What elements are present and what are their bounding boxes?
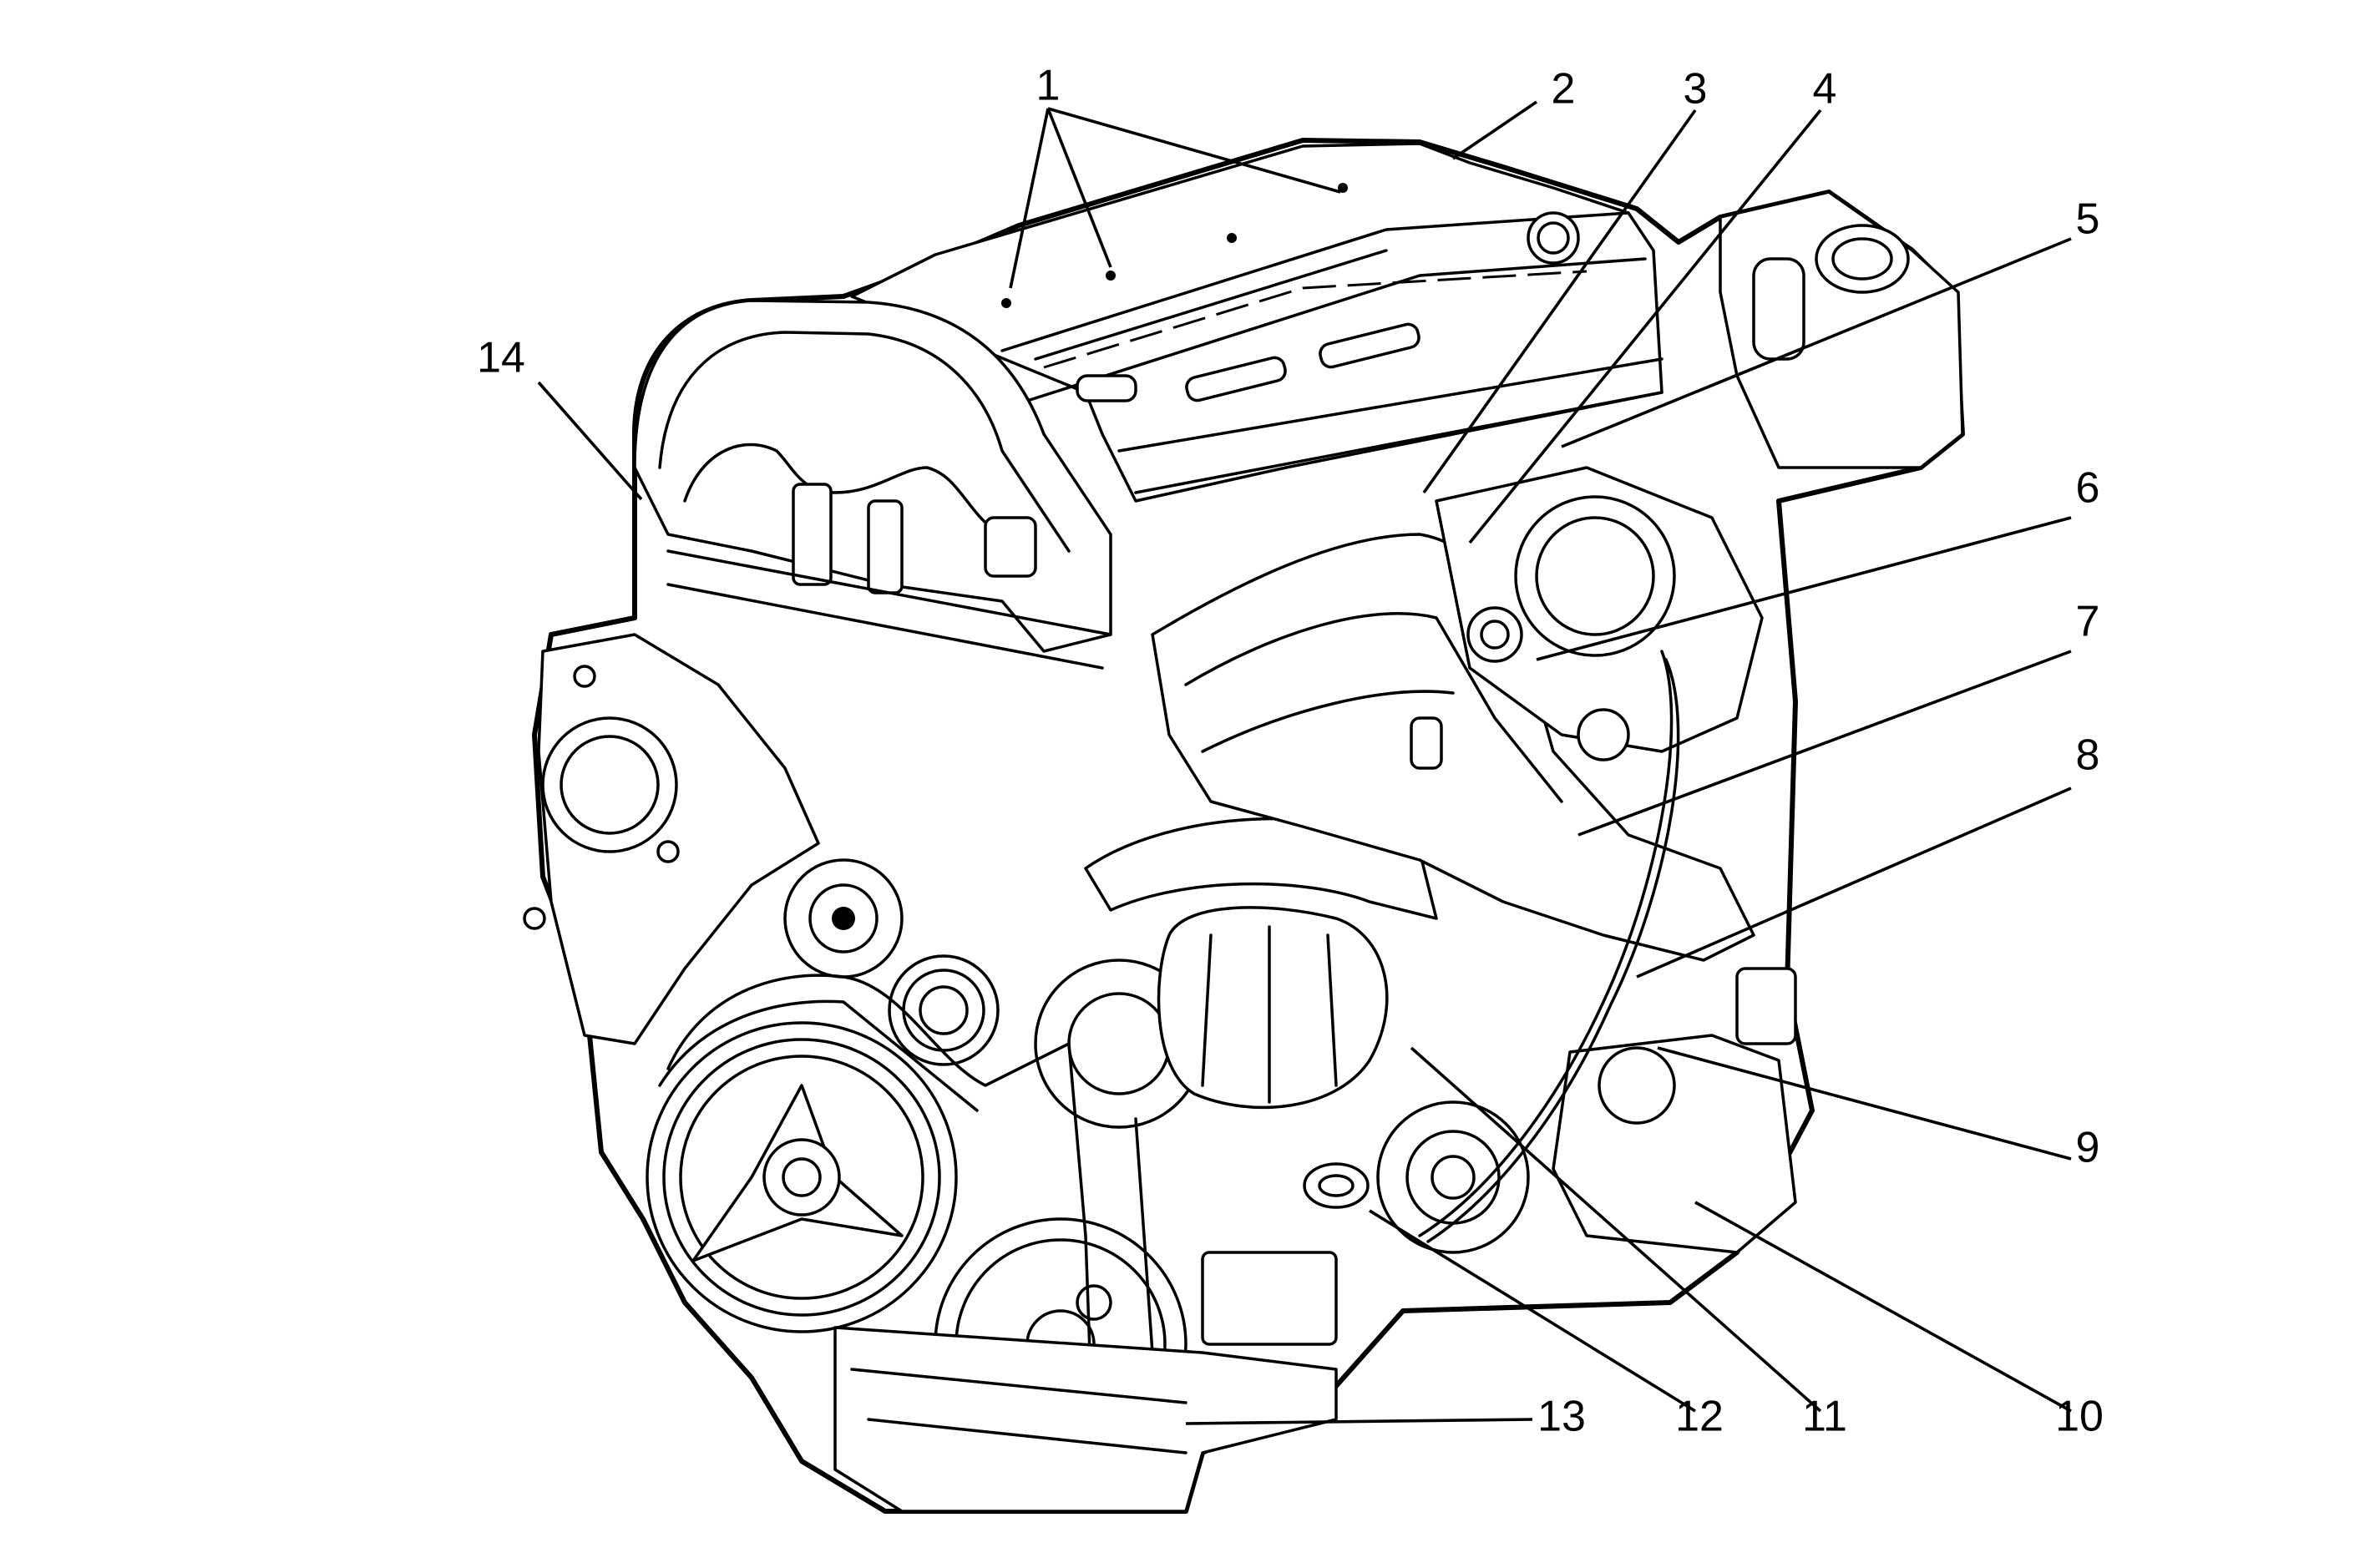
callout-13: 13	[1537, 1393, 1586, 1441]
callout-8: 8	[2076, 731, 2100, 780]
starter-motor	[1376, 967, 1797, 1254]
oil-filler-cap	[1303, 1162, 1370, 1209]
callout-11: 11	[1802, 1393, 1847, 1441]
timing-cover	[633, 299, 1112, 670]
leader-12	[1369, 1209, 1696, 1413]
leader-4	[1468, 109, 1822, 544]
leader-9	[1657, 1046, 2072, 1161]
leader-14	[537, 381, 643, 501]
callout-labels: 1 2 3 4 5 6 7 8 9 10 11 12 13 14	[477, 62, 2104, 1441]
leader-1a	[1009, 108, 1050, 289]
leader-10	[1694, 1201, 2072, 1413]
callout-5: 5	[2076, 195, 2100, 244]
callout-2: 2	[1552, 65, 1576, 114]
leader-11	[1410, 1046, 1822, 1413]
leader-1b	[1046, 108, 1112, 268]
callout-10: 10	[2055, 1393, 2104, 1441]
callout-leaders	[537, 100, 2072, 1425]
cam-cover	[850, 142, 1663, 503]
leader-8	[1636, 787, 2072, 979]
callout-12: 12	[1675, 1393, 1724, 1441]
callout-1: 1	[1036, 62, 1061, 110]
leader-6	[1536, 516, 2072, 661]
leader-5	[1561, 237, 2072, 448]
callout-6: 6	[2076, 464, 2100, 513]
leader-7	[1577, 650, 2072, 837]
leader-2	[1451, 100, 1538, 160]
callout-4: 4	[1813, 65, 1837, 114]
callout-9: 9	[2076, 1124, 2100, 1172]
leader-13	[1185, 1418, 1533, 1425]
callout-7: 7	[2076, 598, 2100, 646]
callout-14: 14	[477, 334, 525, 382]
callout-3: 3	[1684, 65, 1708, 114]
throttle-body	[1435, 466, 1764, 761]
front-cover	[523, 633, 820, 1045]
wiring-harness	[1418, 650, 1680, 1243]
leader-1c	[1047, 107, 1341, 194]
leader-3	[1422, 109, 1697, 494]
oil-pan	[833, 1251, 1338, 1513]
